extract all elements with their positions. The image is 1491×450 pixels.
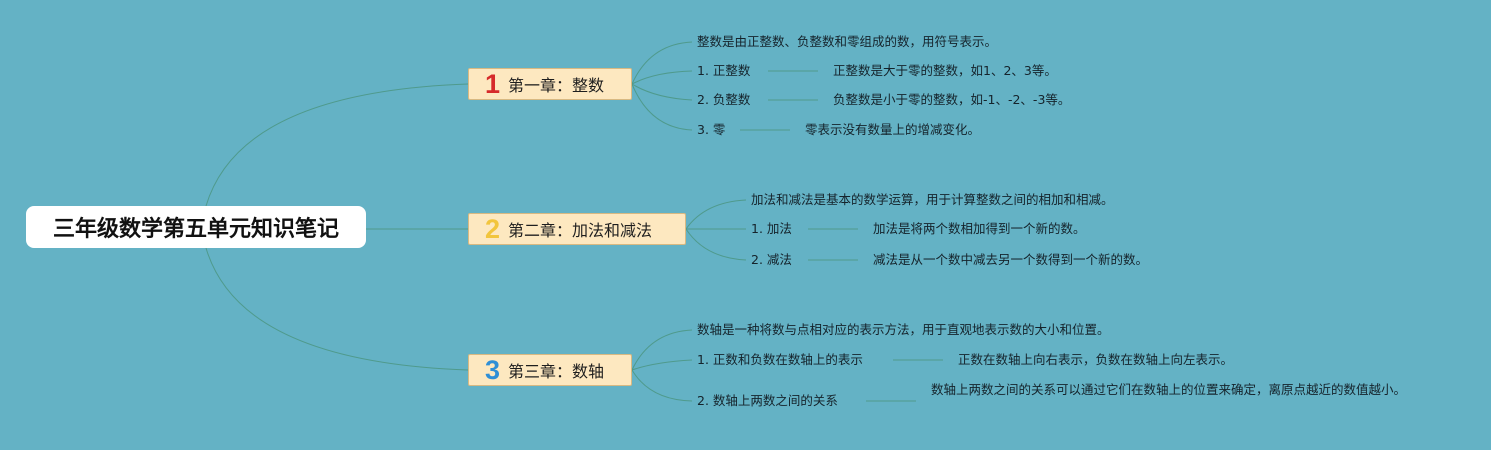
chapter-3-intro: 数轴是一种将数与点相对应的表示方法，用于直观地表示数的大小和位置。 (697, 322, 1110, 337)
chapter-number-badge: 1 (485, 68, 501, 99)
chapter-2-intro: 加法和减法是基本的数学运算，用于计算整数之间的相加和相减。 (751, 192, 1114, 207)
chapter-1-item-desc: 负整数是小于零的整数，如-1、-2、-3等。 (833, 92, 1071, 107)
chapter-2-item-desc: 加法是将两个数相加得到一个新的数。 (873, 221, 1086, 236)
chapter-1-item-desc: 零表示没有数量上的增减变化。 (805, 122, 981, 137)
chapter-3-node[interactable]: 3 第三章：数轴 (468, 354, 632, 386)
chapter-number-badge: 2 (485, 213, 501, 244)
chapter-number-badge: 3 (485, 354, 501, 385)
chapter-title: 第三章：数轴 (508, 362, 605, 381)
chapter-1-item-label: 1. 正整数 (697, 63, 751, 78)
chapter-2-item-desc: 减法是从一个数中减去另一个数得到一个新的数。 (873, 252, 1149, 267)
chapter-2-item-label: 2. 减法 (751, 252, 792, 267)
chapter-3-item-desc: 数轴上两数之间的关系可以通过它们在数轴上的位置来确定，离原点越近的数值越小。 (931, 382, 1407, 397)
chapter-1-node[interactable]: 1 第一章：整数 (468, 68, 632, 100)
chapter-1-intro: 整数是由正整数、负整数和零组成的数，用符号表示。 (697, 34, 998, 49)
root-title: 三年级数学第五单元知识笔记 (52, 217, 339, 242)
chapter-3-item-label: 2. 数轴上两数之间的关系 (697, 393, 838, 408)
chapter-2-node[interactable]: 2 第二章：加法和减法 (468, 213, 686, 245)
chapter-1-item-label: 2. 负整数 (697, 92, 751, 107)
chapter-3-item-label: 1. 正数和负数在数轴上的表示 (697, 352, 863, 367)
chapter-title: 第二章：加法和减法 (508, 221, 653, 240)
chapter-title: 第一章：整数 (508, 76, 605, 95)
chapter-3-item-desc: 正数在数轴上向右表示，负数在数轴上向左表示。 (958, 352, 1234, 367)
chapter-2-item-label: 1. 加法 (751, 221, 792, 236)
chapter-1-item-desc: 正整数是大于零的整数，如1、2、3等。 (833, 63, 1057, 78)
root-node[interactable]: 三年级数学第五单元知识笔记 (26, 206, 366, 248)
chapter-1-item-label: 3. 零 (697, 122, 726, 137)
